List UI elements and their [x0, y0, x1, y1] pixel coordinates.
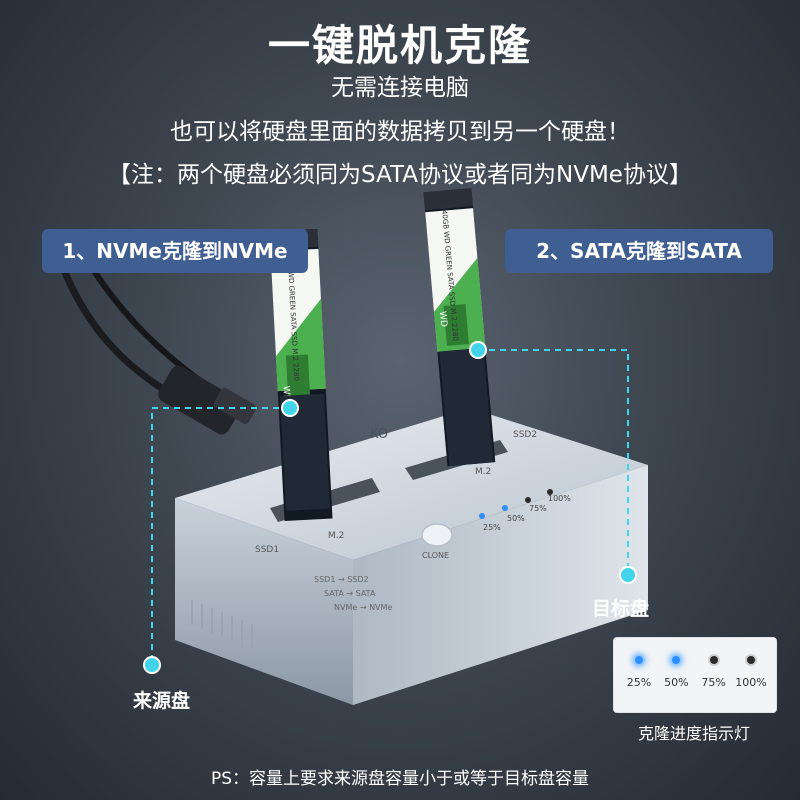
dock-led-50 — [502, 505, 508, 511]
progress-indicator-panel: 25% 50% 75% 100% — [613, 637, 777, 713]
dock-led-100 — [547, 489, 553, 495]
clone-button-label: CLONE — [422, 551, 449, 560]
indicator-panel-caption: 克隆进度指示灯 — [637, 724, 750, 743]
slot1-label: M.2 — [328, 531, 344, 541]
dock-brand: KO — [370, 427, 388, 442]
sata-clone-badge: 2、SATA克隆到SATA — [505, 229, 773, 273]
dock-led-25 — [479, 513, 485, 519]
clone-button[interactable] — [421, 523, 453, 547]
callout-lines — [151, 349, 629, 665]
slot2-label: M.2 — [475, 467, 491, 477]
dock-led-75 — [525, 497, 531, 503]
dock-front-left — [175, 498, 353, 705]
indicator-led-50: 50% — [659, 650, 693, 689]
dock-top — [175, 408, 648, 560]
dock-mapping-2: SATA → SATA — [324, 589, 376, 598]
source-disk-label: 来源盘 — [133, 690, 191, 712]
callout-dot — [143, 656, 161, 674]
ssd2-label: SSD2 — [513, 430, 537, 440]
dock-led-row: 25% 50% 75% 100% — [479, 489, 571, 532]
dock-mapping-1: SSD1 → SSD2 — [314, 575, 369, 584]
dock-led-label: 25% — [483, 523, 501, 532]
page-title: 一键脱机克隆 — [267, 21, 532, 70]
indicator-led-100: 100% — [734, 650, 768, 689]
vent-slots — [191, 600, 253, 649]
ssd-right-logo: WD — [437, 311, 448, 328]
indicator-led-label: 25% — [626, 676, 652, 689]
indicator-led-label: 100% — [735, 676, 767, 689]
subtitle-line-3: 【注：两个硬盘必须同为SATA协议或者同为NVMe协议】 — [108, 162, 692, 188]
ssd-left-logo: WD — [281, 385, 292, 401]
target-disk-label: 目标盘 — [592, 598, 650, 620]
indicator-led-label: 50% — [664, 676, 689, 689]
subtitle-line-2: 也可以将硬盘里面的数据拷贝到另一个硬盘！ — [170, 119, 630, 145]
nvme-clone-badge: 1、NVMe克隆到NVMe — [42, 229, 308, 273]
capacity-footnote: PS：容量上要求来源盘容量小于或等于目标盘容量 — [210, 769, 590, 789]
indicator-led-25: 25% — [622, 650, 656, 689]
ssd-right: WD 240GB WD GREEN SATA SSD M.2 2280 — [423, 188, 496, 467]
callout-dot — [469, 341, 487, 359]
callout-dot — [281, 399, 299, 417]
subtitle-line-1: 无需连接电脑 — [331, 75, 469, 101]
callout-target — [478, 349, 629, 575]
dock-front-right — [353, 465, 648, 705]
indicator-led-label: 75% — [701, 676, 726, 689]
callout-dot — [619, 566, 637, 584]
indicator-led-75: 75% — [697, 650, 731, 689]
dock-mapping-3: NVMe → NVMe — [334, 603, 392, 612]
dock-led-label: 75% — [529, 504, 547, 513]
ssd-left: WD 240GB WD GREEN SATA SSD M.2 2280 — [269, 228, 333, 521]
dock-led-label: 50% — [507, 514, 525, 523]
dock-led-label: 100% — [548, 494, 571, 503]
callout-source — [151, 407, 290, 665]
ssd1-label: SSD1 — [255, 545, 279, 555]
power-plug — [158, 365, 257, 435]
